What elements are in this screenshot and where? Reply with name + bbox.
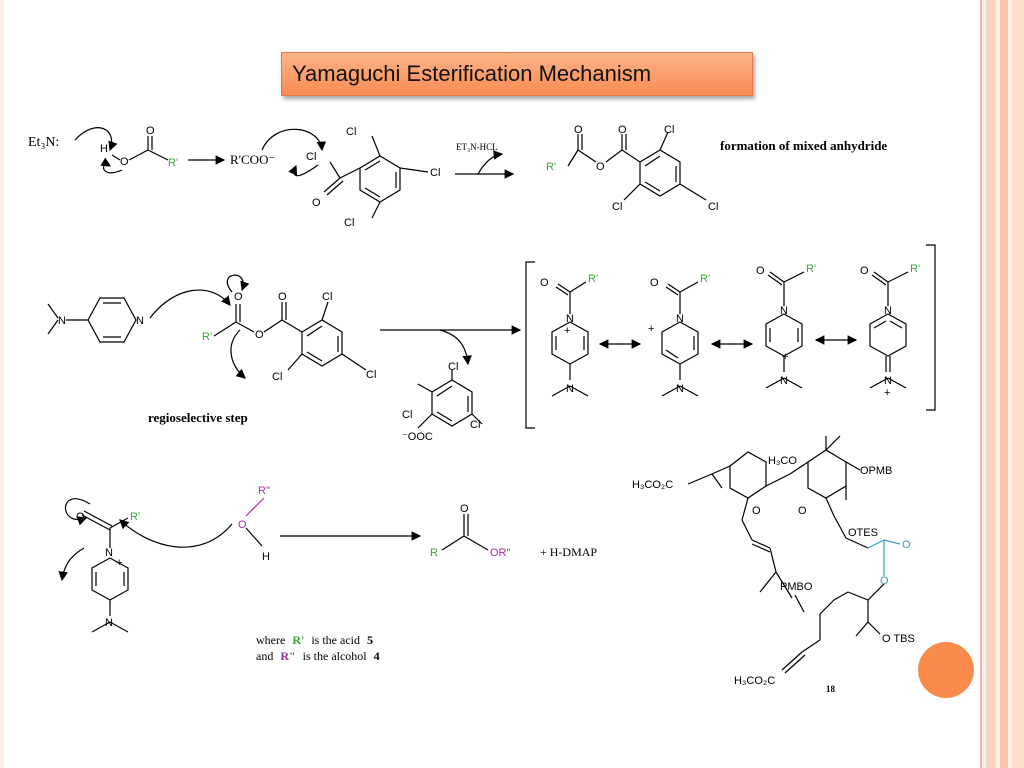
resonance-n: N — [884, 375, 892, 387]
alcohol-o: O — [238, 519, 247, 531]
note-acid-text: is the acid — [311, 633, 360, 647]
resonance-r-prime: R' — [588, 273, 598, 285]
plus-charge: + — [782, 351, 788, 363]
h3co2c-top: H₃CO₂C — [632, 479, 673, 491]
cl-label: Cl — [430, 167, 440, 179]
ring-o: O — [798, 505, 807, 517]
product-o: O — [596, 161, 605, 173]
cl-label: Cl — [612, 201, 622, 213]
svg-text:where R' is the ac: where R' is the acid 5 — [256, 633, 373, 647]
cl-label: Cl — [470, 419, 480, 431]
decorative-circle — [918, 642, 974, 698]
note-where: where — [256, 633, 285, 647]
dmap-nme2: N — [58, 315, 66, 327]
compound-number: 18 — [826, 684, 836, 694]
alcohol-h: H — [262, 551, 270, 563]
resonance-o: O — [650, 277, 659, 289]
o-label: O — [234, 291, 243, 303]
leaving-group-label: ⁻OOC — [402, 431, 433, 443]
regioselective-caption: regioselective step — [148, 410, 248, 425]
title-box: Yamaguchi Esterification Mechanism — [281, 52, 753, 96]
product-r-prime: R' — [546, 161, 556, 173]
nme2-n: N — [105, 617, 113, 629]
pmbo-label: PMBO — [780, 581, 813, 593]
resonance-o: O — [540, 277, 549, 289]
plus-charge: + — [884, 387, 890, 399]
product-r: R — [430, 547, 438, 559]
h3co-label: H₃CO — [768, 455, 797, 467]
ring-o: O — [752, 505, 761, 517]
ester-o: O — [880, 575, 889, 587]
dmap-n: N — [136, 315, 144, 327]
opmb-label: OPMB — [860, 465, 892, 477]
resonance-n: N — [676, 313, 684, 325]
resonance-n: N — [676, 383, 684, 395]
curved-arrow — [288, 164, 319, 177]
resonance-o: O — [756, 265, 765, 277]
resonance-n: N — [780, 375, 788, 387]
svg-text:and R" is the alco: and R" is the alcohol 4 — [256, 649, 380, 663]
note-alcohol-text: is the alcohol — [303, 649, 368, 663]
byproduct-label: + H-DMAP — [540, 545, 597, 559]
acyl-n: N — [105, 547, 113, 559]
note-acid-number: 5 — [367, 633, 373, 647]
anhydride-r-prime: R' — [202, 331, 212, 343]
acyl-o: O — [76, 511, 85, 523]
cl-label: Cl — [272, 371, 282, 383]
plus-charge: + — [648, 323, 654, 335]
cl-label: Cl — [346, 126, 356, 138]
alcohol-r: R" — [258, 485, 270, 497]
slide-title: Yamaguchi Esterification Mechanism — [292, 61, 652, 86]
resonance-o: O — [860, 265, 869, 277]
resonance-r-prime: R' — [910, 263, 920, 275]
product-o: O — [574, 124, 583, 136]
o-label: O — [120, 156, 129, 168]
product-o: O — [460, 503, 469, 515]
product-or: OR" — [490, 547, 511, 559]
cl-label: Cl — [344, 217, 354, 229]
r-prime-label: R' — [168, 157, 178, 169]
resonance-n: N — [566, 383, 574, 395]
h3co2c-bottom: H₃CO₂C — [734, 675, 775, 687]
cl-label: Cl — [366, 369, 376, 381]
product-o: O — [618, 124, 627, 136]
resonance-n: N — [566, 313, 574, 325]
curved-arrow — [74, 127, 118, 152]
resonance-r-prime: R' — [806, 263, 816, 275]
o-label: O — [255, 329, 264, 341]
acyl-r-prime: R' — [130, 511, 140, 523]
plus-charge: + — [116, 557, 122, 569]
h-label: H — [100, 143, 108, 155]
o-label: O — [278, 291, 287, 303]
carboxylate-label: R'COO⁻ — [230, 152, 275, 167]
note-and: and — [256, 649, 273, 663]
resonance-r-prime: R' — [700, 273, 710, 285]
resonance-n: N — [780, 305, 788, 317]
ester-o: O — [902, 539, 911, 551]
note-r-double-prime: R" — [280, 649, 295, 663]
o-carbonyl-label: O — [312, 197, 321, 209]
mixed-anhydride-caption: formation of mixed anhydride — [720, 138, 887, 153]
reagent-above-arrow: ET₃N-HCL — [456, 142, 498, 152]
cl-label: Cl — [402, 409, 412, 421]
curved-arrow — [100, 157, 123, 174]
resonance-n: N — [884, 305, 892, 317]
et3n-label: Et₃N: — [28, 135, 59, 150]
plus-charge: + — [564, 325, 570, 337]
cl-label: Cl — [448, 361, 458, 373]
otes-label: OTES — [848, 527, 878, 539]
otbs-label: O TBS — [882, 633, 915, 645]
note-r-prime: R' — [292, 633, 304, 647]
cl-label: Cl — [322, 291, 332, 303]
cl-label: Cl — [708, 201, 718, 213]
curved-arrow — [261, 128, 327, 152]
cl-label: Cl — [306, 151, 316, 163]
o-top-label: O — [146, 125, 155, 137]
note-alcohol-number: 4 — [374, 649, 380, 663]
cl-label: Cl — [664, 124, 674, 136]
